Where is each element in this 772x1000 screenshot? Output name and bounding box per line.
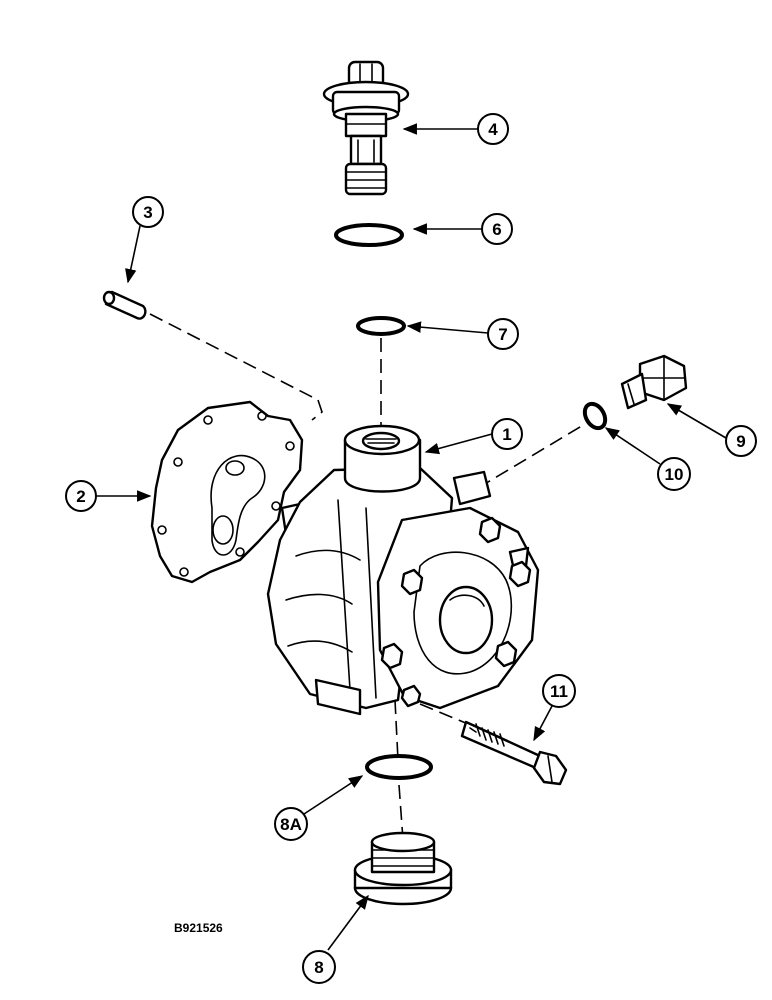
callout-7: 7 — [487, 318, 519, 350]
figure-reference-code: B921526 — [174, 921, 223, 935]
callout-8: 8 — [302, 950, 336, 984]
callout-leaders — [96, 123, 727, 951]
hex-plug — [620, 354, 688, 410]
svg-text:4: 4 — [488, 120, 498, 139]
relief-valve-cartridge — [322, 60, 410, 196]
callout-4: 4 — [477, 113, 509, 145]
svg-text:2: 2 — [76, 487, 85, 506]
callout-10: 10 — [657, 457, 691, 491]
pump-body — [266, 424, 540, 716]
callout-8a: 8A — [274, 807, 308, 841]
svg-text:10: 10 — [665, 465, 684, 484]
svg-text:1: 1 — [502, 425, 511, 444]
svg-text:11: 11 — [550, 682, 568, 701]
callout-9: 9 — [725, 425, 757, 457]
svg-text:9: 9 — [736, 432, 745, 451]
drain-plug — [353, 831, 453, 906]
o-ring-7 — [356, 316, 406, 336]
o-ring-8a — [365, 754, 433, 780]
svg-text:3: 3 — [143, 203, 152, 222]
dowel-pin — [102, 290, 147, 320]
svg-text:8: 8 — [314, 958, 323, 977]
callout-1: 1 — [491, 418, 523, 450]
svg-text:6: 6 — [492, 220, 501, 239]
callout-3: 3 — [132, 196, 164, 228]
o-ring-6 — [334, 223, 404, 247]
gasket — [150, 400, 304, 584]
o-ring-10 — [582, 401, 608, 431]
svg-text:8A: 8A — [280, 815, 302, 834]
callout-11: 11 — [542, 674, 576, 708]
cover-bolts — [380, 516, 532, 708]
callout-6: 6 — [481, 213, 513, 245]
assembly-centerlines — [149, 313, 586, 841]
cap-screw — [460, 720, 568, 786]
callout-2: 2 — [65, 480, 97, 512]
svg-text:7: 7 — [498, 325, 507, 344]
